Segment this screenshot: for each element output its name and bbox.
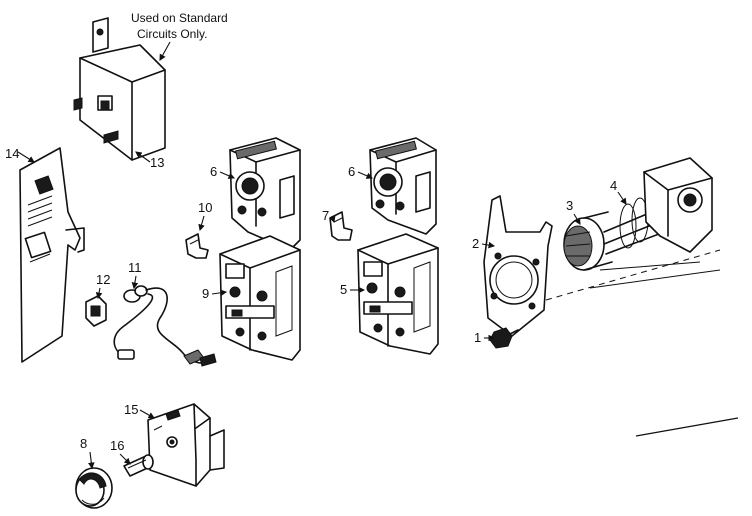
part-6-upper-thermostat-left — [229, 137, 301, 251]
callout-11: 12 — [96, 272, 110, 287]
part-6-upper-thermostat-right — [369, 137, 437, 235]
callout-15: 16 — [110, 438, 124, 453]
used-on-standard-circuits-note: Used on Standard Circuits Only. — [131, 11, 228, 61]
callout-12: 13 — [150, 155, 164, 170]
part-9-clip — [185, 233, 209, 259]
part-5-lower-thermostat — [357, 233, 439, 355]
callout-10: 11 — [128, 260, 142, 275]
callout-2: 2 — [472, 236, 479, 251]
callout-16: 8 — [80, 436, 87, 451]
part-12-junction-box — [73, 17, 166, 161]
part-10-wire-harness — [113, 285, 217, 367]
callout-1: 1 — [474, 330, 481, 345]
part-13-cover-plate — [19, 147, 85, 363]
callout-4: 4 — [610, 178, 617, 193]
part-2-gasket-bracket — [483, 195, 553, 337]
callout-9: 10 — [198, 200, 212, 215]
callout-6-left: 6 — [210, 164, 217, 179]
note-line-2: Circuits Only. — [137, 27, 207, 41]
callout-6-right: 6 — [348, 164, 355, 179]
note-line-1: Used on Standard — [131, 11, 228, 25]
part-16-control-knob — [75, 467, 113, 509]
callout-3: 3 — [566, 198, 573, 213]
part-11-switch — [85, 295, 107, 327]
callout-5: 5 — [340, 282, 347, 297]
callout-14: 15 — [124, 402, 138, 417]
reference-line — [635, 417, 739, 437]
part-15-knob-shaft — [123, 454, 154, 477]
alignment-line — [545, 249, 721, 301]
part-7-clip — [329, 211, 353, 241]
part-3-element-flange — [563, 211, 613, 271]
callout-13: 14 — [5, 146, 19, 161]
callout-7: 7 — [322, 208, 329, 223]
part-14-knob-bracket — [147, 403, 225, 487]
part-8-lower-thermostat — [219, 235, 301, 361]
callout-8: 9 — [202, 286, 209, 301]
part-1-bolt — [489, 327, 519, 349]
part-4-heating-element — [589, 157, 721, 289]
